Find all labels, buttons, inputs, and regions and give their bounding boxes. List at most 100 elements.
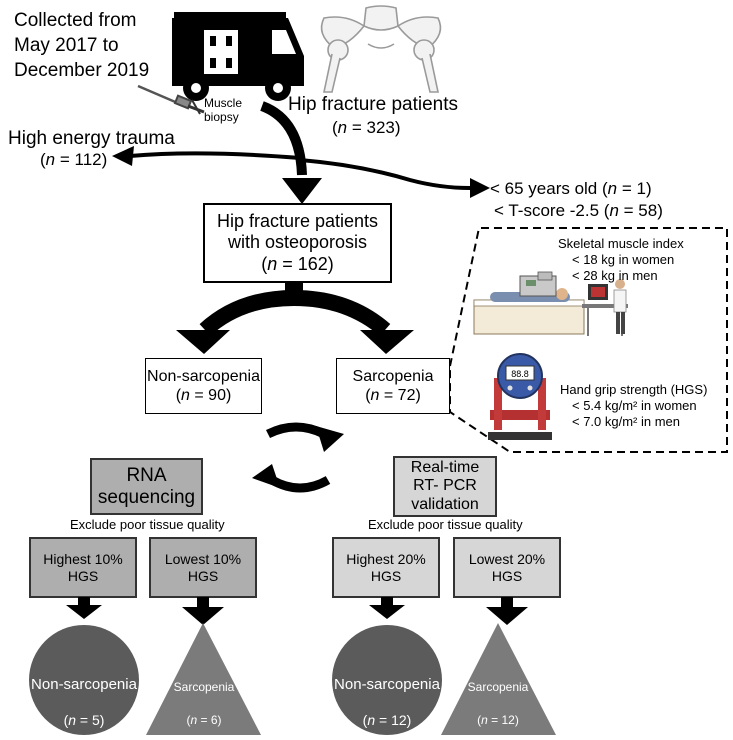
dynamometer-display: 88.8	[511, 369, 529, 379]
exclude-right-text: Exclude poor tissue quality	[368, 517, 523, 532]
pcr-triangle-count: (n = 12)	[444, 713, 552, 728]
pcr-box-line-1: Real-time	[410, 458, 480, 476]
body-scan-illustration	[473, 271, 628, 336]
pcr-sarcopenia-triangle	[441, 623, 556, 735]
rna-triangle-label: Sarcopenia	[173, 680, 235, 694]
non-sarcopenia-label: Non-sarcopenia	[147, 367, 260, 385]
sarcopenia-label: Sarcopenia	[352, 367, 434, 385]
sarcopenia-count: (n = 72)	[365, 386, 421, 405]
arrow-main-down	[260, 101, 307, 176]
high-energy-title: High energy trauma	[8, 128, 175, 149]
pcr-box-line-2: RT- PCR	[413, 477, 477, 495]
cycle-arrow-bottom	[269, 476, 331, 493]
pcr-box-line-3: validation	[411, 495, 479, 513]
count-value: = 12)	[375, 712, 412, 728]
arrow-high-energy-head	[112, 146, 134, 166]
paren-open: (	[477, 713, 482, 727]
high-energy-count: (n = 112)	[40, 150, 107, 170]
paren-open: (	[175, 387, 182, 404]
rna-triangle-count: (n = 6)	[150, 713, 258, 728]
n-variable: n	[607, 179, 618, 198]
rt-pcr-box: Real-time RT- PCR validation	[393, 456, 497, 517]
exclusion-tscore-count: = 58)	[618, 201, 663, 220]
count-value: = 323)	[347, 118, 401, 137]
cycle-arrow-top-head	[316, 426, 344, 452]
cycle-arrows	[252, 422, 344, 493]
n-variable: n	[481, 713, 488, 727]
exclusion-criteria: < 65 years old (n = 1) < T-score -2.5 (n…	[490, 178, 663, 222]
n-variable: n	[267, 253, 278, 274]
hgs-title: Hand grip strength (HGS)	[560, 382, 708, 397]
arrow-high-energy	[129, 151, 301, 160]
rna-box-line-1: RNA	[126, 464, 167, 486]
hgs-men: < 7.0 kg/m² in men	[572, 414, 681, 429]
pcr-circle-label: Non-sarcopenia	[334, 676, 440, 693]
exclusion-tscore: < T-score -2.5 (n = 58)	[490, 200, 663, 222]
smi-text: Skeletal muscle index < 18 kg in women <…	[558, 236, 684, 284]
paren-open: (	[332, 118, 338, 137]
exclusion-age: < 65 years old (n = 1)	[490, 178, 663, 200]
n-variable: n	[609, 201, 619, 220]
group-line-2: HGS	[67, 567, 99, 584]
osteoporosis-line-1: Hip fracture patients	[216, 210, 379, 231]
group-line-1: Highest 10%	[43, 551, 123, 568]
paren-open: (	[362, 712, 368, 728]
group-line-1: Lowest 20%	[468, 551, 546, 568]
sarcopenia-box: Sarcopenia (n = 72)	[336, 358, 450, 414]
bottom-shapes	[29, 597, 556, 735]
count-value: = 6)	[197, 713, 222, 727]
pcr-highest-hgs-box: Highest 20% HGS	[332, 537, 440, 598]
n-variable: n	[181, 387, 190, 404]
rna-lowest-hgs-box: Lowest 10% HGS	[149, 537, 257, 598]
hip-fracture-count: (n = 323)	[332, 118, 401, 138]
flow-arrows-top	[112, 101, 490, 354]
split-right-head	[360, 330, 414, 354]
hip-fracture-title: Hip fracture patients	[288, 94, 459, 115]
arrow-exclusion	[299, 158, 471, 190]
muscle-biopsy-line-1: Muscle	[204, 96, 243, 110]
pcr-non-sarcopenia-circle	[332, 625, 442, 735]
exclusion-tscore-text: < T-score -2.5 (	[494, 201, 610, 220]
collection-text: Collected from May 2017 to December 2019	[14, 8, 149, 83]
pcr-circle-count: (n = 12)	[333, 712, 441, 728]
rna-circle-count: (n = 5)	[30, 712, 138, 728]
muscle-biopsy-line-2: biopsy	[204, 110, 239, 124]
rna-non-sarcopenia-circle	[29, 625, 139, 735]
group-line-1: Lowest 10%	[164, 551, 242, 568]
n-variable: n	[370, 387, 380, 404]
cycle-arrow-bottom-head	[252, 464, 280, 488]
paren-open: (	[63, 712, 69, 728]
paren-open: (	[40, 150, 46, 169]
paren-open: (	[186, 713, 191, 727]
collection-line-1: Collected from	[14, 10, 137, 31]
non-sarcopenia-count: (n = 90)	[176, 386, 232, 405]
count-value: = 162)	[277, 253, 334, 274]
pcr-triangle-label: Sarcopenia	[467, 680, 529, 694]
group-line-2: HGS	[187, 567, 219, 584]
exclusion-age-count: = 1)	[617, 179, 652, 198]
exclude-left-text: Exclude poor tissue quality	[70, 517, 225, 532]
split-left	[199, 290, 295, 337]
group-line-2: HGS	[370, 567, 402, 584]
hgs-text: Hand grip strength (HGS) < 5.4 kg/m² in …	[560, 382, 707, 430]
count-value: = 72)	[379, 387, 421, 404]
cycle-arrow-top	[265, 422, 327, 439]
count-value: = 90)	[189, 387, 232, 404]
paren-open: (	[365, 387, 371, 404]
paren-open: (	[261, 253, 268, 274]
osteoporosis-count: (n = 162)	[261, 254, 334, 276]
rna-sequencing-box: RNA sequencing	[90, 458, 203, 515]
pelvis-femur-icon	[320, 5, 442, 93]
n-variable: n	[68, 712, 77, 728]
pcr-lowest-hgs-box: Lowest 20% HGS	[453, 537, 561, 598]
osteoporosis-line-2: with osteoporosis	[227, 232, 368, 253]
osteoporosis-box: Hip fracture patients with osteoporosis …	[203, 203, 392, 283]
split-left-head	[176, 330, 230, 354]
group-line-2: HGS	[491, 567, 523, 584]
dynamometer-icon: 88.8	[488, 353, 552, 440]
split-right	[293, 290, 391, 337]
rna-highest-hgs-box: Highest 10% HGS	[29, 537, 137, 598]
count-value: = 5)	[76, 712, 105, 728]
group-line-1: Highest 20%	[346, 551, 426, 568]
smi-title: Skeletal muscle index	[558, 236, 684, 251]
